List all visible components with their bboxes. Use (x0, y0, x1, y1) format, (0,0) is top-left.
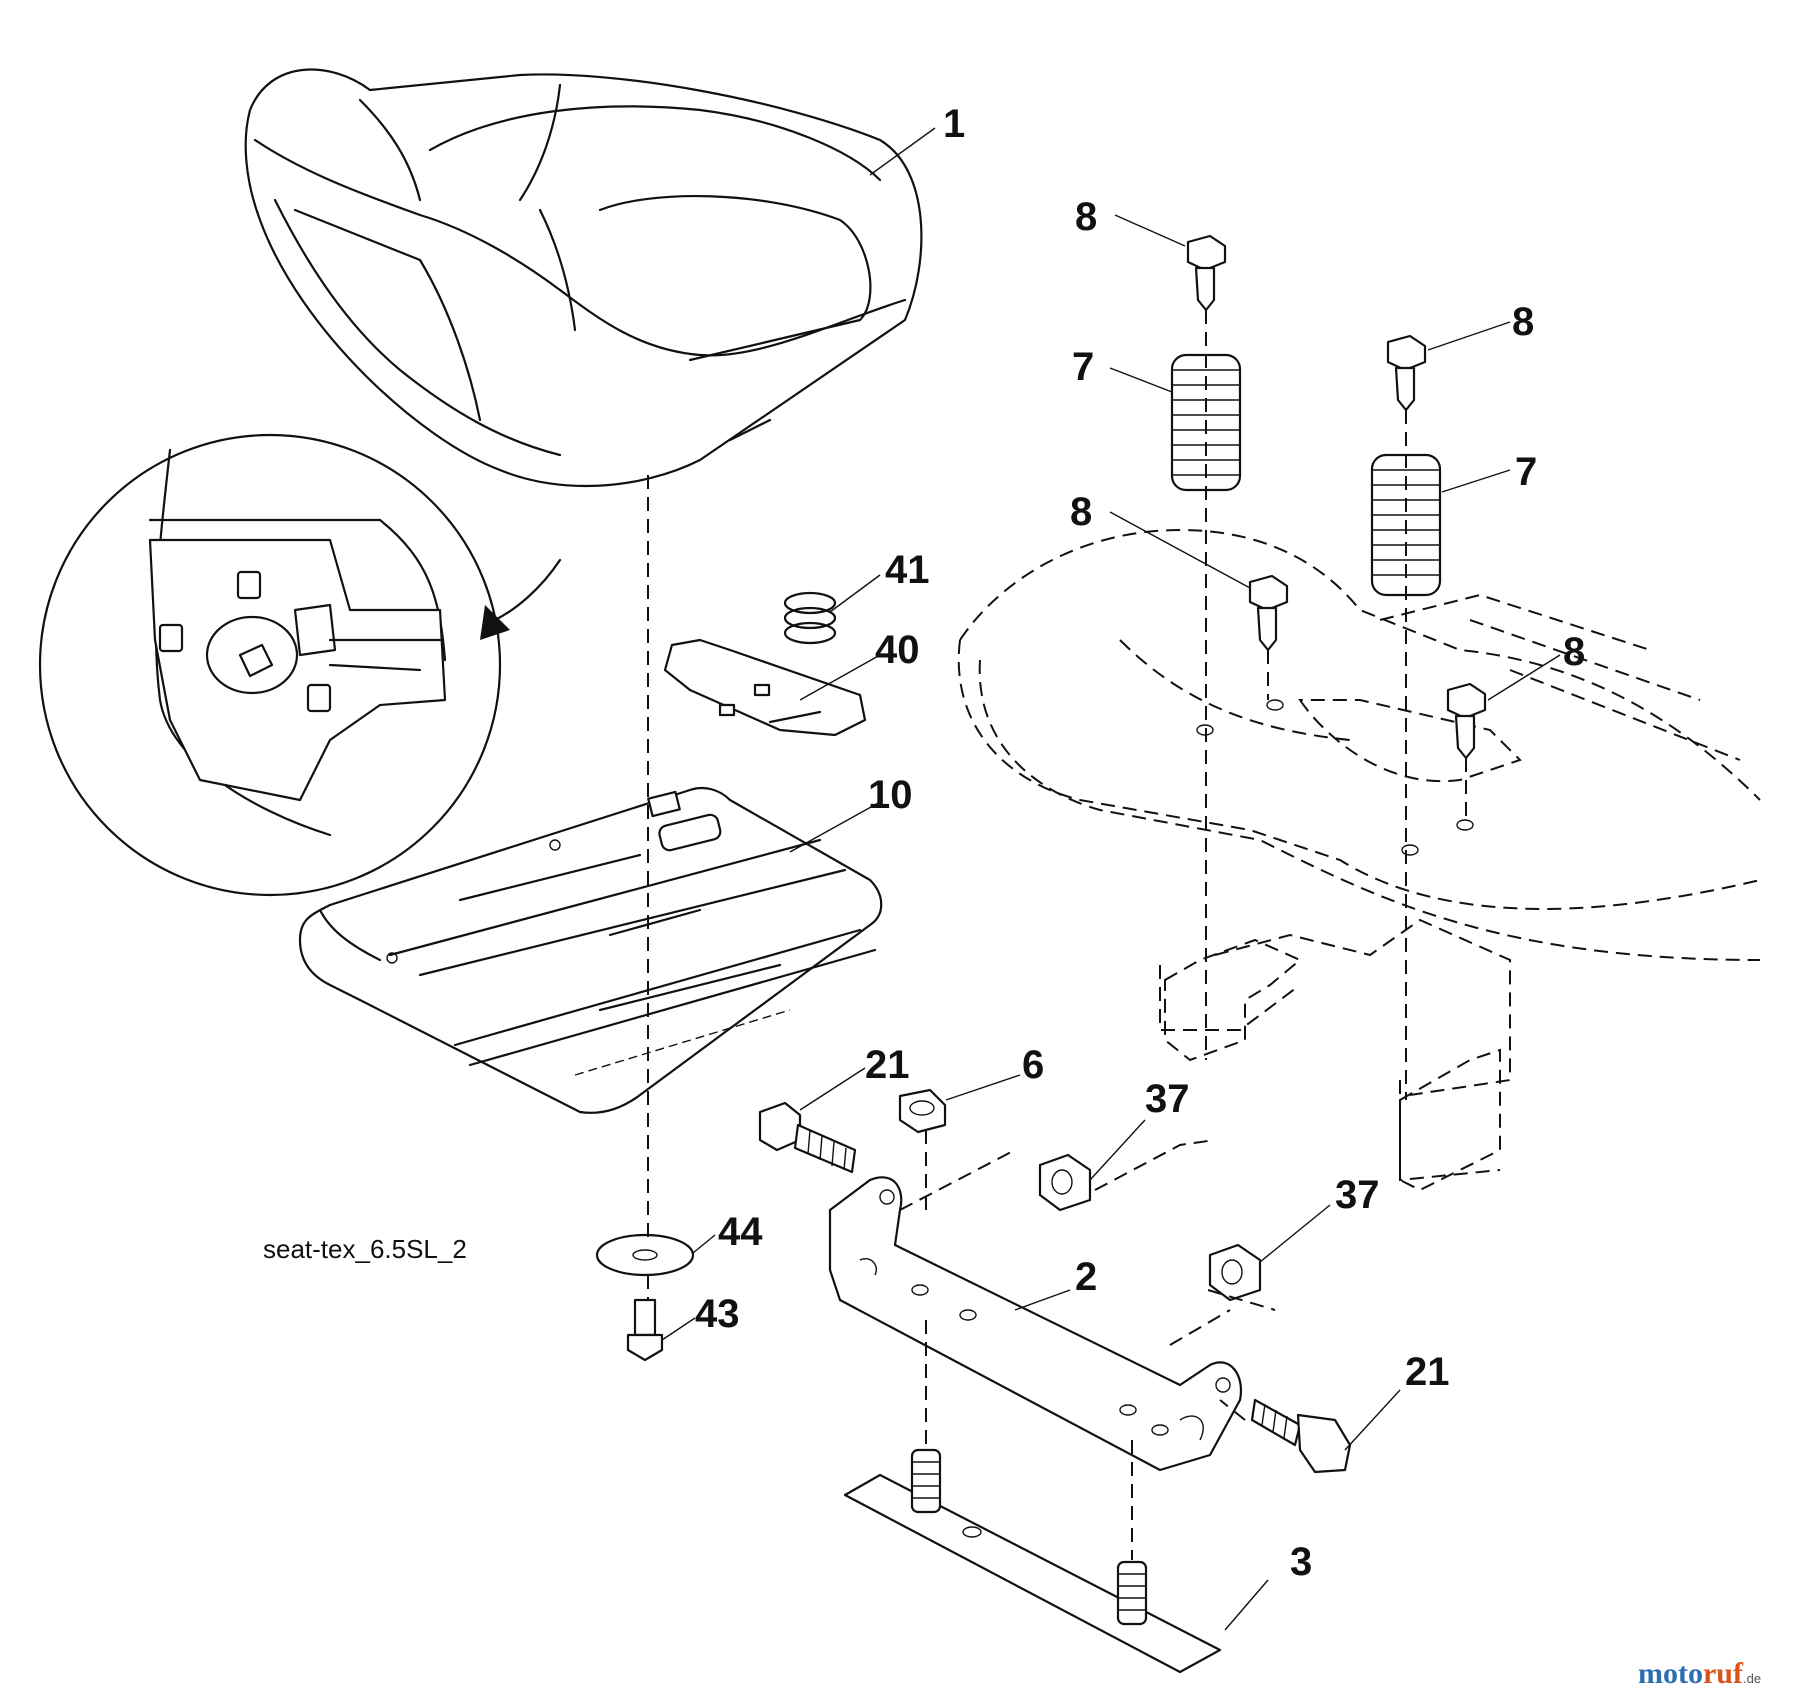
callout-1: 1 (943, 102, 965, 146)
detail-inset (38, 433, 562, 897)
callout-labels: 1 8 8 8 8 7 7 41 40 10 21 6 37 37 44 43 … (695, 102, 1585, 1584)
seat-pan-part-10 (298, 786, 883, 1114)
callout-8: 8 (1563, 630, 1585, 674)
callout-43: 43 (695, 1292, 740, 1336)
plate-part-3 (843, 1448, 1222, 1674)
washer-part-44 (595, 1233, 695, 1277)
svg-text:motoruf.de: motoruf.de (1638, 1657, 1761, 1690)
mount-holes (1196, 699, 1474, 856)
spring-part-41 (783, 591, 837, 645)
bracket-part-2 (828, 1176, 1243, 1472)
callout-44: 44 (718, 1210, 763, 1254)
bolt-part-8d (1446, 682, 1487, 760)
diagram-caption: seat-tex_6.5SL_2 (263, 1234, 467, 1264)
bracket-part-40 (663, 638, 867, 737)
watermark-part-2: ruf (1703, 1657, 1744, 1690)
callout-7: 7 (1072, 345, 1094, 389)
nut-part-37b (1208, 1243, 1262, 1302)
callout-8: 8 (1075, 195, 1097, 239)
nut-part-6 (898, 1088, 947, 1134)
bolt-part-21a (758, 1101, 857, 1174)
callout-6: 6 (1022, 1043, 1044, 1087)
nut-part-37a (1038, 1153, 1092, 1212)
seat-part (244, 68, 923, 488)
bolt-part-8c (1248, 574, 1289, 652)
watermark-part-1: moto (1638, 1657, 1703, 1690)
callout-37: 37 (1145, 1077, 1190, 1121)
watermark-suffix: .de (1743, 1671, 1761, 1686)
callout-8: 8 (1512, 300, 1534, 344)
vent-slots (574, 1009, 791, 1076)
deck-outline (957, 528, 1761, 1182)
watermark-logo: motoruf.de (1638, 1657, 1761, 1690)
alignment-lines (647, 310, 1467, 1560)
leader-lines (661, 127, 1561, 1631)
callout-2: 2 (1075, 1255, 1097, 1299)
callout-3: 3 (1290, 1540, 1312, 1584)
callout-21: 21 (865, 1043, 910, 1087)
callout-10: 10 (868, 773, 913, 817)
callout-7: 7 (1515, 450, 1537, 494)
callout-41: 41 (885, 548, 930, 592)
callout-37: 37 (1335, 1173, 1380, 1217)
callout-21: 21 (1405, 1350, 1450, 1394)
bolt-part-8b (1386, 334, 1427, 412)
bolt-part-8a (1186, 234, 1227, 312)
bolt-part-21b (1250, 1398, 1352, 1474)
callout-40: 40 (875, 628, 920, 672)
callout-8: 8 (1070, 490, 1092, 534)
bolt-part-43 (626, 1298, 664, 1362)
rear-mount-plates (1164, 938, 1501, 1192)
